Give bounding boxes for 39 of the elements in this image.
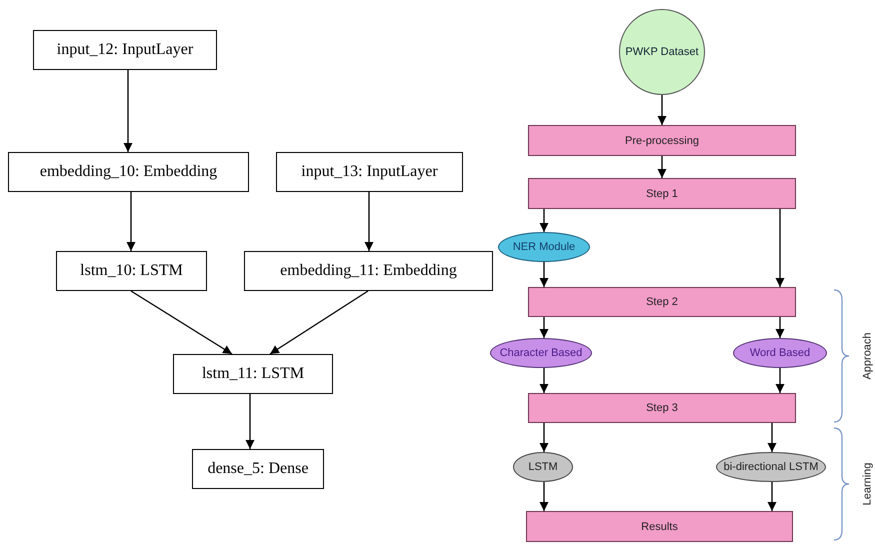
arrow bbox=[540, 317, 548, 338]
module-ellipse: NER Module bbox=[498, 232, 590, 262]
dataset-circle: PWKP Dataset bbox=[619, 9, 705, 95]
arrow bbox=[768, 482, 776, 511]
layer-box: dense_5: Dense bbox=[192, 449, 324, 489]
arrow bbox=[658, 156, 666, 178]
layer-box: input_13: InputLayer bbox=[276, 152, 463, 192]
process-box: Step 1 bbox=[528, 178, 796, 209]
group-label: Learning bbox=[860, 462, 873, 506]
arrow bbox=[776, 368, 784, 393]
arrow bbox=[768, 423, 776, 452]
arrow bbox=[540, 262, 548, 287]
process-box: Step 3 bbox=[528, 393, 796, 423]
arrow bbox=[246, 394, 254, 449]
model-ellipse: bi-directional LSTM bbox=[716, 452, 826, 482]
approach-ellipse: Word Based bbox=[733, 338, 827, 368]
process-box: Step 2 bbox=[528, 287, 796, 317]
arrow bbox=[540, 482, 548, 511]
arrow bbox=[124, 70, 132, 152]
arrow bbox=[130, 290, 232, 355]
arrow bbox=[540, 209, 548, 232]
approach-ellipse: Character Based bbox=[490, 338, 592, 368]
arrow bbox=[126, 192, 136, 251]
arrow bbox=[658, 95, 666, 125]
arrow bbox=[540, 368, 548, 393]
layer-box: embedding_11: Embedding bbox=[244, 251, 493, 291]
layer-box: embedding_10: Embedding bbox=[8, 152, 249, 192]
process-box: Results bbox=[526, 511, 793, 542]
model-ellipse: LSTM bbox=[513, 452, 573, 482]
layer-box: lstm_10: LSTM bbox=[56, 251, 207, 291]
arrow bbox=[364, 192, 374, 251]
arrow bbox=[776, 209, 784, 287]
process-box: Pre-processing bbox=[528, 125, 796, 156]
arrow bbox=[540, 423, 548, 452]
arrow bbox=[270, 290, 368, 355]
group-label: Approach bbox=[861, 332, 874, 380]
layer-box: lstm_11: LSTM bbox=[173, 354, 333, 394]
arrow bbox=[776, 317, 784, 338]
layer-box: input_12: InputLayer bbox=[33, 30, 217, 70]
